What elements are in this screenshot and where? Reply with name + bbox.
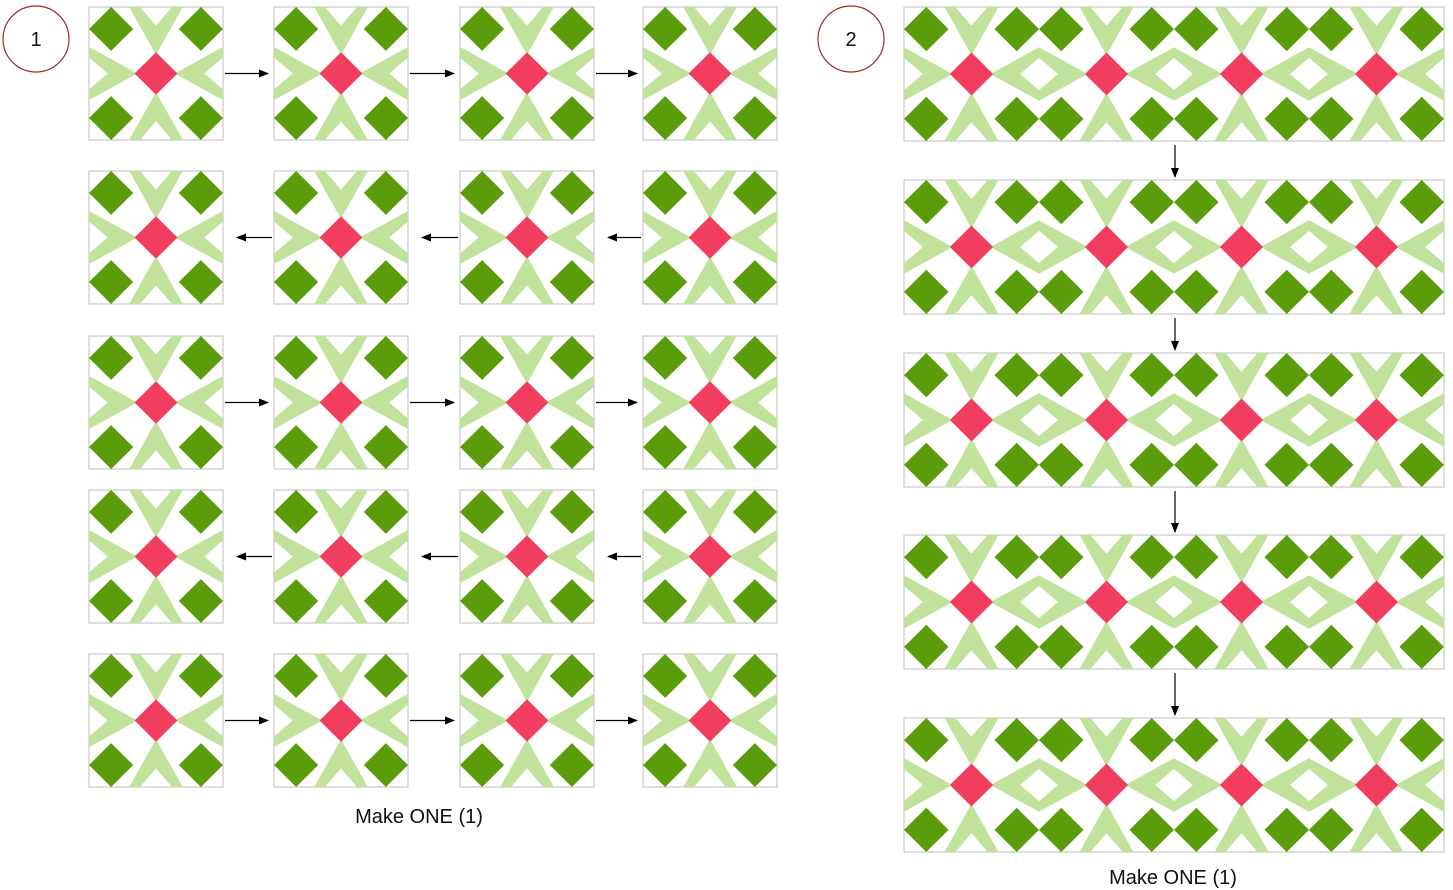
quilt-row xyxy=(904,535,1444,669)
quilt-block xyxy=(274,654,408,787)
quilt-block xyxy=(643,7,777,140)
quilt-block xyxy=(643,490,777,623)
quilt-block xyxy=(274,490,408,623)
quilt-row xyxy=(904,718,1444,852)
quilt-block xyxy=(89,654,223,787)
step-1-number: 1 xyxy=(30,29,41,51)
step-2-caption: Make ONE (1) xyxy=(1109,867,1237,889)
quilt-block xyxy=(274,171,408,304)
quilt-block xyxy=(89,7,223,140)
quilt-row xyxy=(904,7,1444,141)
quilt-block xyxy=(460,336,594,469)
step-1-caption: Make ONE (1) xyxy=(355,806,483,828)
quilt-block xyxy=(89,171,223,304)
step-1-badge: 1 xyxy=(3,6,69,72)
step-2-badge: 2 xyxy=(818,6,884,72)
step-1-block-grid xyxy=(89,7,777,787)
quilt-block xyxy=(643,171,777,304)
quilt-row xyxy=(904,180,1444,314)
quilt-block xyxy=(89,490,223,623)
quilt-block xyxy=(89,336,223,469)
quilt-block xyxy=(460,7,594,140)
quilt-row xyxy=(904,353,1444,487)
quilt-block xyxy=(643,654,777,787)
quilt-block xyxy=(460,654,594,787)
quilt-block xyxy=(460,490,594,623)
quilt-block xyxy=(274,7,408,140)
step-2-row-stack xyxy=(904,7,1444,852)
quilt-block xyxy=(643,336,777,469)
step-2-number: 2 xyxy=(845,29,856,51)
quilt-block xyxy=(460,171,594,304)
quilt-block xyxy=(274,336,408,469)
